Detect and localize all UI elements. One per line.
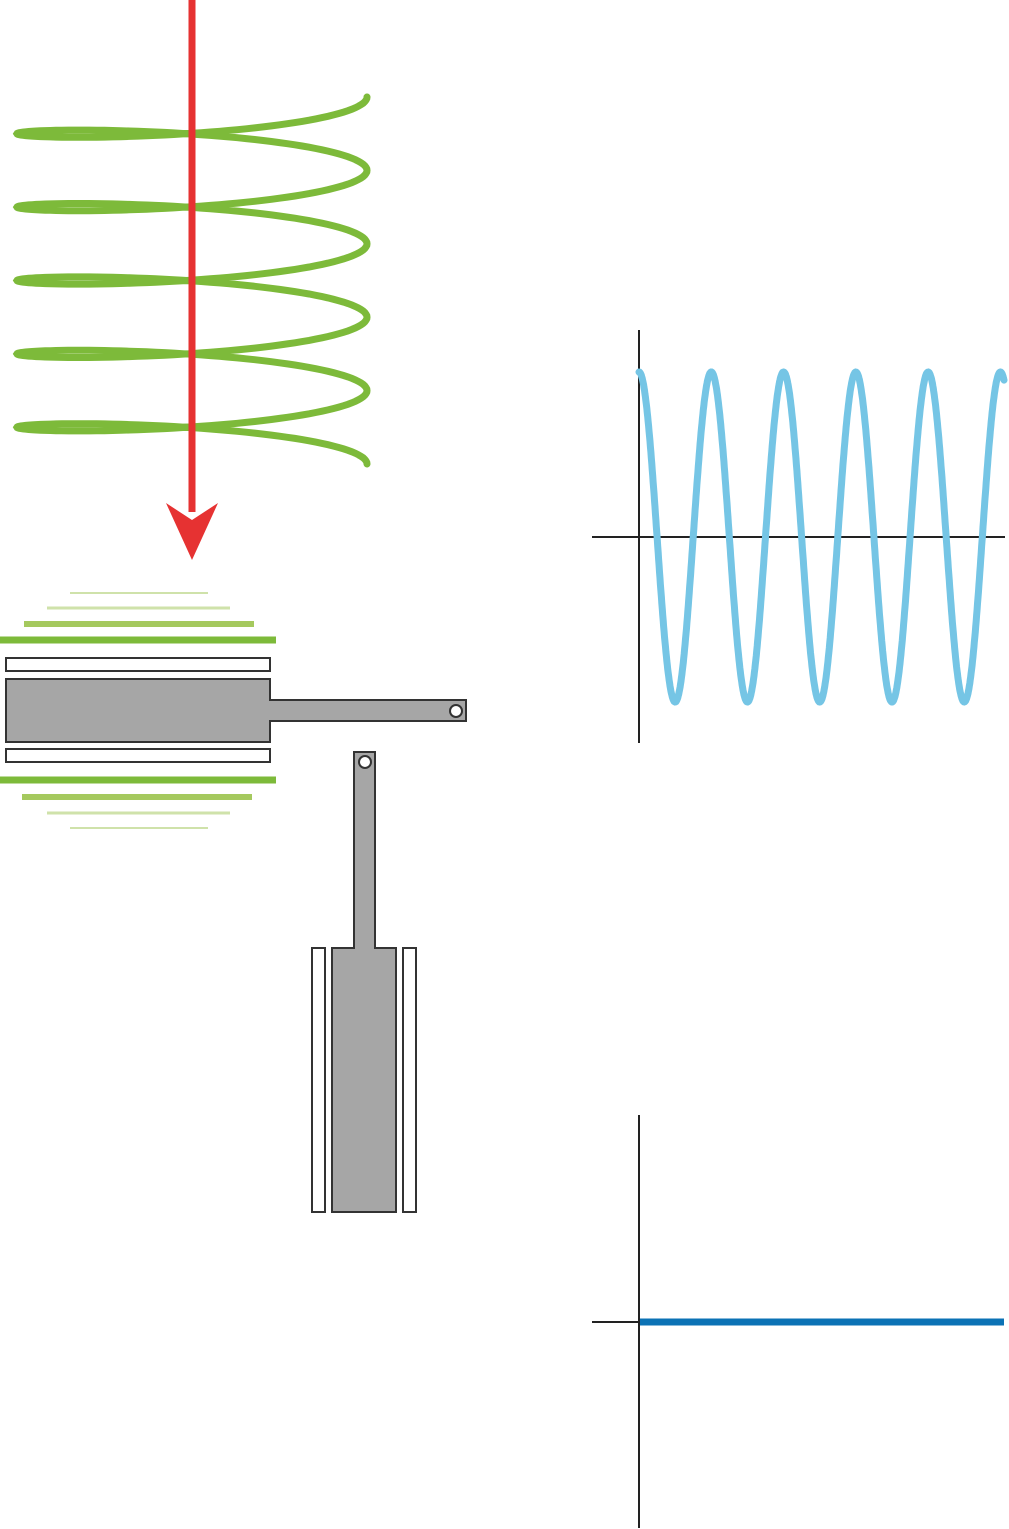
motion-lines-top (0, 592, 276, 644)
plate-with-rod (5, 678, 467, 743)
vibrating-plate-icon (5, 657, 467, 763)
motion-lines-bottom (0, 776, 276, 829)
coil-spring-icon (12, 93, 371, 468)
guide-rail-bottom (5, 748, 271, 763)
pivot-hole-icon (358, 755, 372, 769)
stationary-plate-icon (311, 751, 417, 1213)
oscillation-curve (635, 368, 1008, 706)
guide-rail-left (311, 947, 326, 1213)
guide-rail-top (5, 657, 271, 672)
arrow-head (166, 503, 218, 560)
pivot-hole-icon (449, 704, 463, 718)
downward-arrow-icon (166, 0, 218, 560)
flat-signal-plot (592, 1115, 1004, 1528)
oscillation-plot (592, 330, 1008, 743)
plate-with-rod (331, 751, 397, 1213)
guide-rail-right (402, 947, 417, 1213)
